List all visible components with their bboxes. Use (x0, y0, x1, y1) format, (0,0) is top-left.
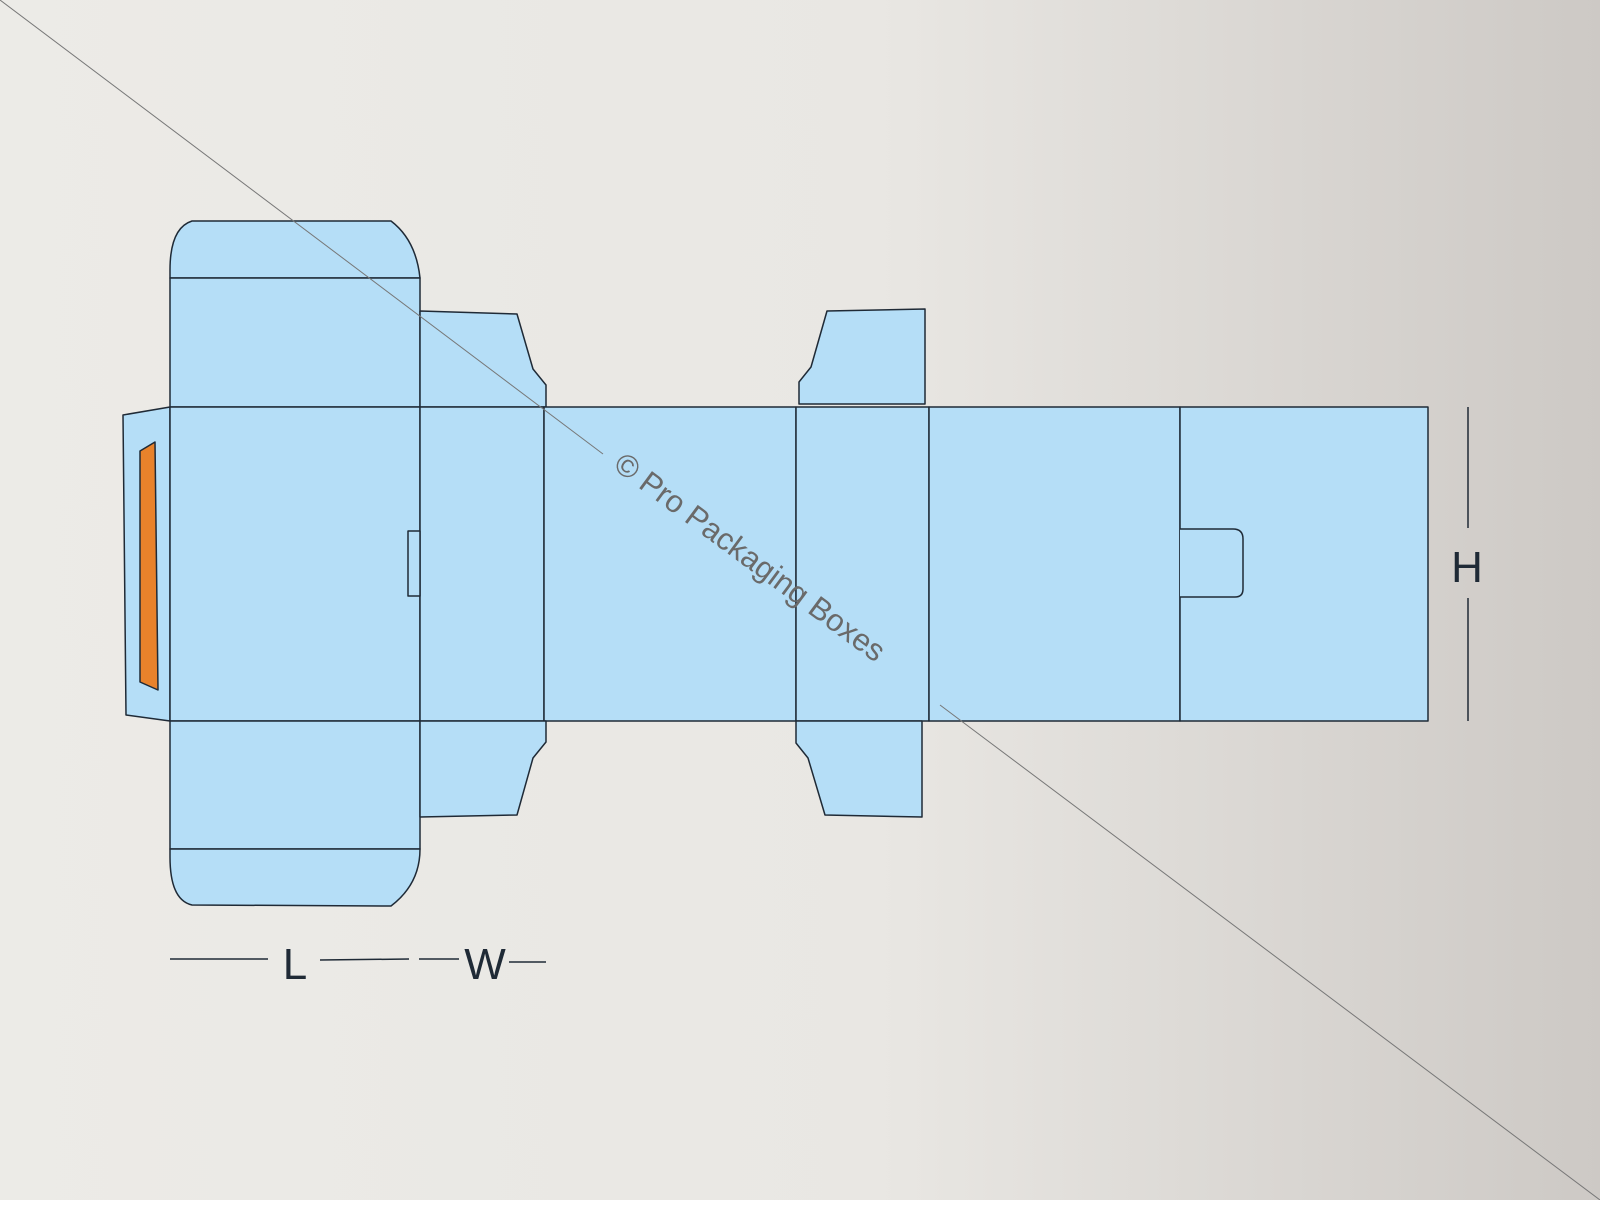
window-strip (139, 441, 159, 691)
back-panel (543, 406, 797, 722)
top-tuck-flap (169, 220, 421, 279)
guide-line-upper (0, 0, 604, 455)
lock-tab (1180, 528, 1244, 598)
width-label: W (464, 940, 506, 989)
inner-panel (928, 406, 1181, 722)
lock-slot (407, 530, 421, 597)
bottom-dust-flap-left (419, 720, 547, 818)
dimension-markers (170, 407, 1469, 963)
side-panel-2 (795, 406, 930, 722)
top-lid-panel (169, 277, 421, 408)
guide-line-lower (939, 704, 1600, 1201)
bottom-tuck-flap (169, 848, 421, 907)
bottom-dust-flap-right (795, 720, 923, 818)
height-label: H (1451, 543, 1483, 592)
bottom-panel (169, 720, 421, 850)
length-line-right (319, 958, 410, 961)
side-panel-1 (419, 406, 545, 722)
front-panel (169, 406, 421, 722)
box-dieline (122, 220, 1429, 907)
length-label: L (283, 940, 307, 989)
top-dust-flap-right (798, 308, 926, 405)
